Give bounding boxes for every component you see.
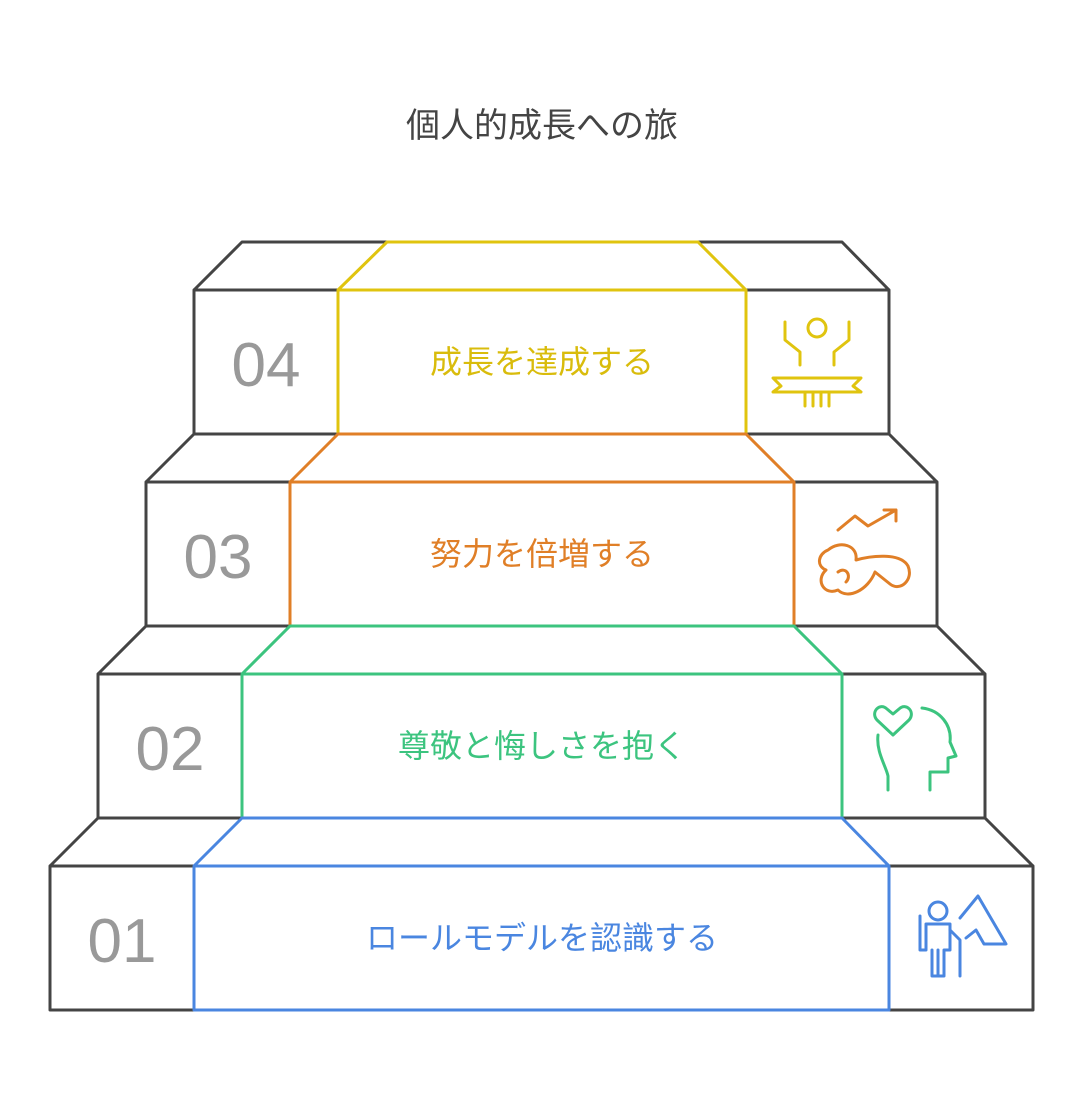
step-3-number: 03 bbox=[184, 523, 253, 592]
step-2-number: 02 bbox=[136, 715, 205, 784]
step-4-number: 04 bbox=[232, 331, 301, 400]
head-heart-icon bbox=[873, 705, 958, 792]
step-2-highlight bbox=[240, 624, 844, 820]
step-1-label: ロールモデルを認識する bbox=[366, 919, 718, 957]
step-4-label: 成長を達成する bbox=[430, 343, 654, 381]
step-3-highlight bbox=[288, 432, 796, 628]
growth-effort-icon bbox=[818, 508, 911, 596]
step-1-number: 01 bbox=[88, 907, 157, 976]
diagram-title: 個人的成長への旅 bbox=[406, 106, 678, 146]
step-2-label: 尊敬と悔しさを抱く bbox=[398, 727, 686, 765]
hiker-mountain-icon bbox=[918, 894, 1008, 978]
step-1-highlight bbox=[192, 816, 891, 1012]
step-3-label: 努力を倍増する bbox=[430, 535, 654, 573]
winner-banner-icon bbox=[771, 317, 863, 408]
step-4-highlight bbox=[336, 240, 748, 436]
